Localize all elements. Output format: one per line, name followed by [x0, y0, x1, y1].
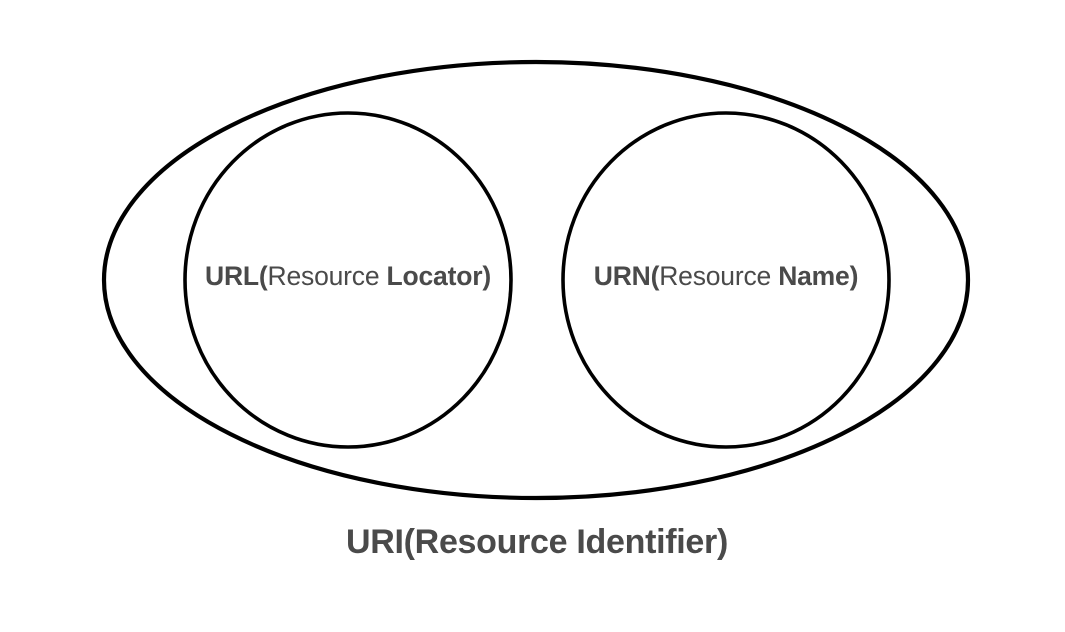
- urn-label-part-2: Resource: [659, 260, 779, 291]
- url-label-part-3: Locator): [386, 260, 492, 291]
- uri-outer-ellipse: [101, 59, 971, 501]
- url-inner-ellipse: [183, 111, 513, 449]
- url-label: URL(Resource Locator): [205, 263, 491, 290]
- url-label-part-1: URL(: [205, 260, 268, 291]
- urn-label-part-1: URN(: [593, 260, 660, 291]
- urn-label: URN(Resource Name): [593, 260, 859, 291]
- url-label-part-2: Resource: [267, 260, 387, 291]
- uri-caption: URI(Resource Identifier): [346, 523, 728, 561]
- urn-inner-ellipse: [561, 111, 891, 449]
- urn-label-part-3: Name): [778, 260, 859, 291]
